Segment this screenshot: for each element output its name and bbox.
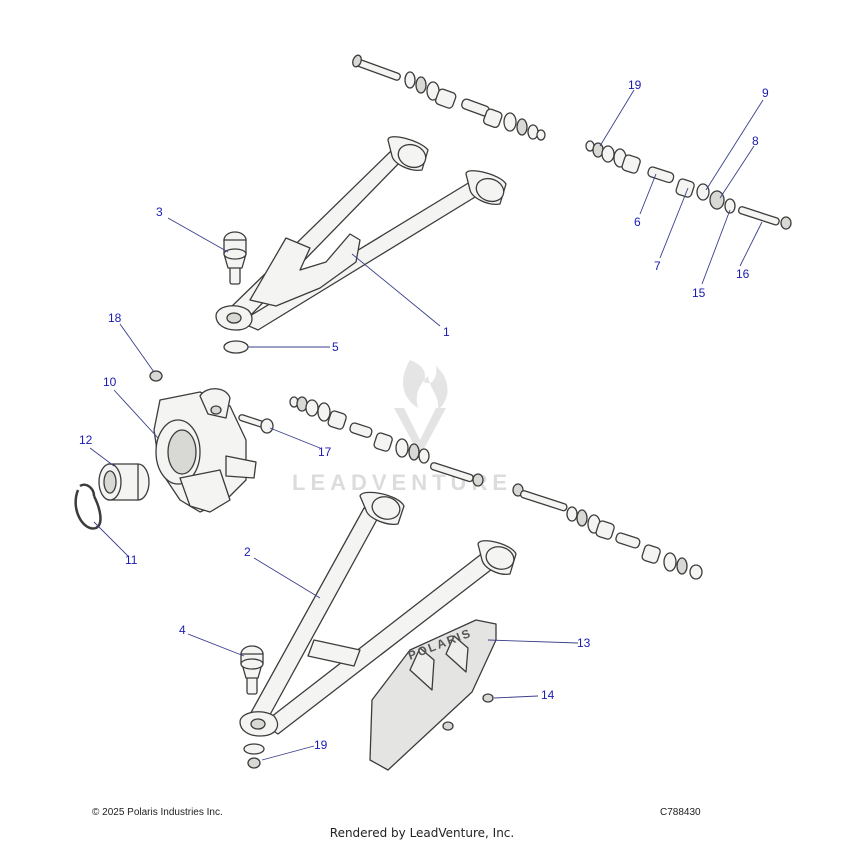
callout-13[interactable]: 13	[577, 636, 591, 650]
callout-10[interactable]: 10	[103, 375, 117, 389]
diagram-id: C788430	[660, 807, 701, 818]
upper-ball-joint[interactable]	[223, 231, 247, 285]
callout-3[interactable]: 3	[156, 205, 163, 219]
callout-16[interactable]: 16	[736, 267, 750, 281]
upper-a-arm[interactable]	[215, 136, 507, 331]
callout-6[interactable]: 6	[634, 215, 641, 229]
callout-14[interactable]: 14	[541, 688, 555, 702]
lower-rear-pivot-hardware	[512, 483, 703, 580]
callout-4[interactable]: 4	[179, 623, 186, 637]
upper-snap-ring[interactable]	[223, 340, 249, 354]
skid-plate-screw[interactable]	[482, 693, 494, 703]
lower-front-pivot-hardware	[289, 396, 484, 487]
callout-19-lower[interactable]: 19	[314, 738, 328, 752]
callout-2[interactable]: 2	[244, 545, 251, 559]
knuckle-bolt[interactable]	[238, 414, 274, 434]
callout-18[interactable]: 18	[108, 311, 122, 325]
knuckle-nut[interactable]	[149, 370, 163, 382]
lower-snap-ring[interactable]	[243, 743, 265, 755]
leader-lines	[89, 89, 764, 761]
bearing-retaining-ring[interactable]	[74, 489, 102, 530]
lower-ball-joint[interactable]	[240, 645, 264, 695]
steering-knuckle[interactable]	[153, 388, 257, 513]
callouts: 19 9 8 6 7 15 16 3 1 5 18 10 17 12 11 2 …	[79, 78, 769, 752]
copyright-text: © 2025 Polaris Industries Inc.	[92, 807, 223, 818]
callout-11[interactable]: 11	[125, 553, 138, 567]
callout-12[interactable]: 12	[79, 433, 93, 447]
lower-a-arm[interactable]	[239, 491, 517, 737]
callout-1[interactable]: 1	[443, 325, 450, 339]
callout-19[interactable]: 19	[628, 78, 642, 92]
upper-front-pivot-hardware	[352, 54, 546, 141]
callout-17[interactable]: 17	[318, 445, 332, 459]
callout-5[interactable]: 5	[332, 340, 339, 354]
skid-plate-screw[interactable]	[442, 721, 454, 731]
lower-castle-nut[interactable]	[247, 757, 261, 769]
callout-9[interactable]: 9	[762, 86, 769, 100]
wheel-bearing[interactable]	[98, 463, 150, 501]
callout-8[interactable]: 8	[752, 134, 759, 148]
rendered-by-text: Rendered by LeadVenture, Inc.	[329, 826, 515, 840]
callout-15[interactable]: 15	[692, 286, 706, 300]
callout-7[interactable]: 7	[654, 259, 661, 273]
upper-rear-pivot-hardware	[585, 140, 792, 230]
